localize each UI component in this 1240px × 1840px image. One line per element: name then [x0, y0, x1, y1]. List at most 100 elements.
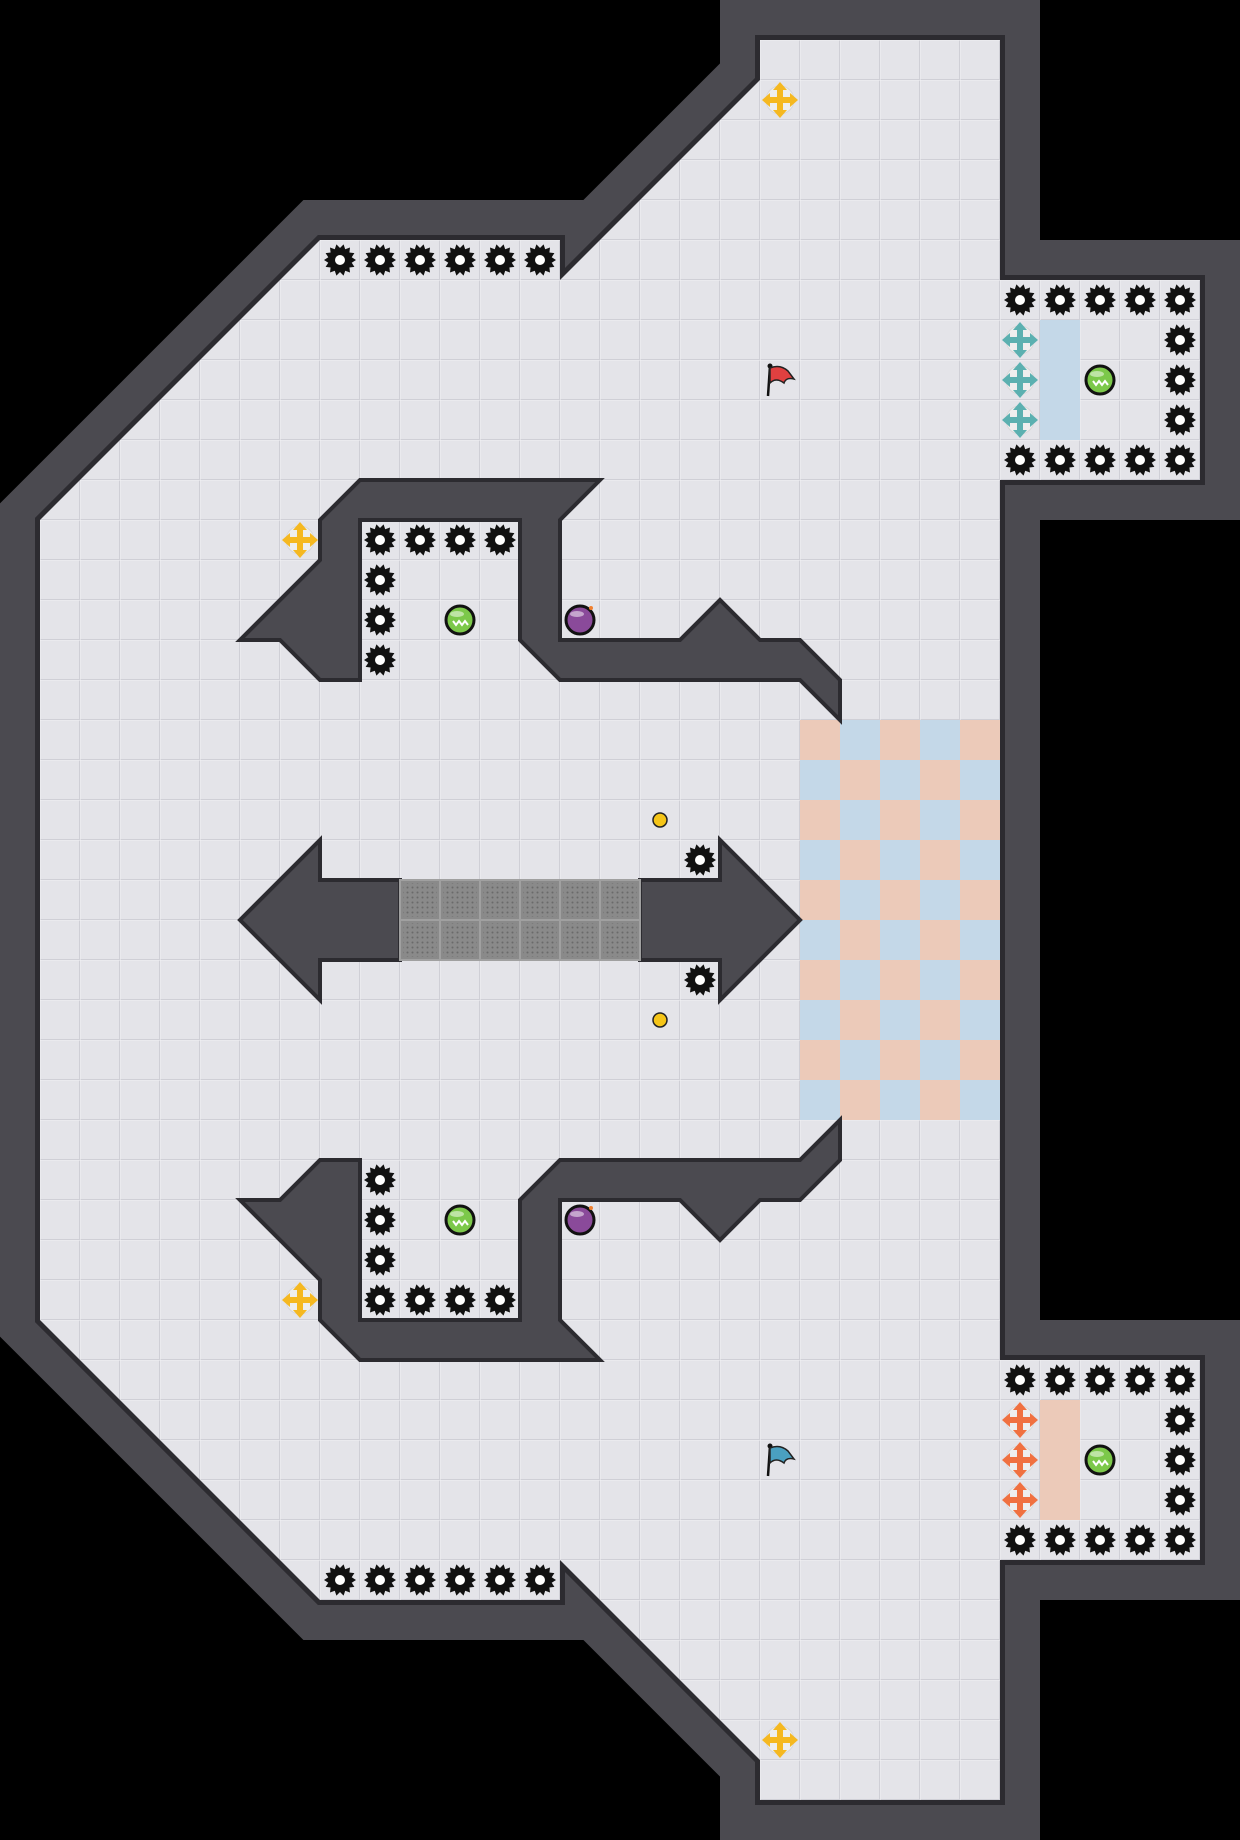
red-flag-icon [766, 363, 796, 397]
red-boost-icon [1002, 1402, 1038, 1438]
blue-team-tile [800, 1000, 840, 1040]
gate-texture [603, 923, 637, 957]
neutral-boost-icon [762, 82, 798, 118]
spike-icon [1004, 444, 1036, 476]
spike-icon [364, 1204, 396, 1236]
blue-team-tile [840, 960, 880, 1000]
spike-icon [444, 524, 476, 556]
spike-icon [364, 564, 396, 596]
spike-icon [364, 644, 396, 676]
spike-icon [1124, 284, 1156, 316]
spike-icon [1004, 284, 1036, 316]
bomb-icon [564, 1204, 596, 1236]
blue-team-tile [880, 920, 920, 960]
blue-team-tile [920, 1040, 960, 1080]
neutral-boost-icon [282, 1282, 318, 1318]
blue-team-tile [840, 880, 880, 920]
spike-icon [484, 244, 516, 276]
blue-team-tile [800, 920, 840, 960]
spike-icon [444, 1284, 476, 1316]
red-gate-tile [1040, 1440, 1080, 1480]
spike-icon [1164, 1364, 1196, 1396]
spike-icon [404, 244, 436, 276]
blue-team-tile [960, 1080, 1000, 1120]
blue-flag-icon [766, 1443, 796, 1477]
yellow-dot-icon [652, 1012, 668, 1028]
red-team-tile [920, 920, 960, 960]
red-team-tile [960, 720, 1000, 760]
spike-icon [484, 1564, 516, 1596]
gates [399, 879, 641, 961]
spike-icon [444, 1564, 476, 1596]
red-team-tile [920, 1080, 960, 1120]
red-gate-tile [1040, 1400, 1080, 1440]
spike-icon [1084, 284, 1116, 316]
gate-texture [443, 883, 477, 917]
blue-gate-tile [1040, 320, 1080, 360]
spike-icon [1164, 1444, 1196, 1476]
spike-icon [684, 964, 716, 996]
blue-team-tile [920, 720, 960, 760]
blue-team-tile [840, 800, 880, 840]
spike-icon [1164, 1404, 1196, 1436]
powerup-icon [1084, 364, 1116, 396]
red-team-tile [800, 960, 840, 1000]
red-team-tile [880, 720, 920, 760]
gate-texture [403, 883, 437, 917]
blue-team-tile [960, 920, 1000, 960]
gate-texture [523, 923, 557, 957]
spike-icon [364, 1244, 396, 1276]
spike-icon [364, 244, 396, 276]
gate-texture [483, 923, 517, 957]
red-team-tile [920, 1000, 960, 1040]
yellow-dot-icon [652, 812, 668, 828]
spike-icon [1044, 284, 1076, 316]
bottom-inner-wall [235, 1115, 842, 1362]
spike-icon [404, 1284, 436, 1316]
red-team-tile [840, 920, 880, 960]
spike-icon [524, 1564, 556, 1596]
blue-team-tile [960, 840, 1000, 880]
powerup-icon [444, 1204, 476, 1236]
blue-team-tile [880, 1080, 920, 1120]
right-arrow-wall [638, 835, 803, 1005]
bomb-icon [564, 604, 596, 636]
powerup-icon [444, 604, 476, 636]
blue-team-tile [960, 760, 1000, 800]
spike-icon [484, 1284, 516, 1316]
spike-icon [364, 1564, 396, 1596]
neutral-boost-icon [282, 522, 318, 558]
blue-team-tile [800, 1080, 840, 1120]
spike-icon [1084, 1364, 1116, 1396]
spike-icon [1084, 1524, 1116, 1556]
spike-icon [1164, 284, 1196, 316]
red-team-tile [840, 1000, 880, 1040]
spike-icon [1044, 1524, 1076, 1556]
spike-icon [1164, 404, 1196, 436]
blue-gate-tile [1040, 360, 1080, 400]
spike-icon [324, 244, 356, 276]
red-team-tile [880, 1040, 920, 1080]
spike-icon [1124, 444, 1156, 476]
spike-icon [364, 604, 396, 636]
red-team-tile [920, 840, 960, 880]
spike-icon [1124, 1364, 1156, 1396]
gate-texture [563, 883, 597, 917]
red-team-tile [960, 800, 1000, 840]
spike-icon [1004, 1524, 1036, 1556]
blue-team-tile [880, 1000, 920, 1040]
gate-texture [563, 923, 597, 957]
top-inner-wall [235, 478, 842, 725]
spike-icon [1164, 324, 1196, 356]
spike-icon [324, 1564, 356, 1596]
spike-icon [1164, 364, 1196, 396]
red-boost-icon [1002, 1482, 1038, 1518]
blue-team-tile [840, 1040, 880, 1080]
spike-icon [404, 524, 436, 556]
spike-icon [404, 1564, 436, 1596]
spike-icon [1124, 1524, 1156, 1556]
red-team-tile [800, 880, 840, 920]
spike-icon [1164, 444, 1196, 476]
spike-icon [364, 1164, 396, 1196]
